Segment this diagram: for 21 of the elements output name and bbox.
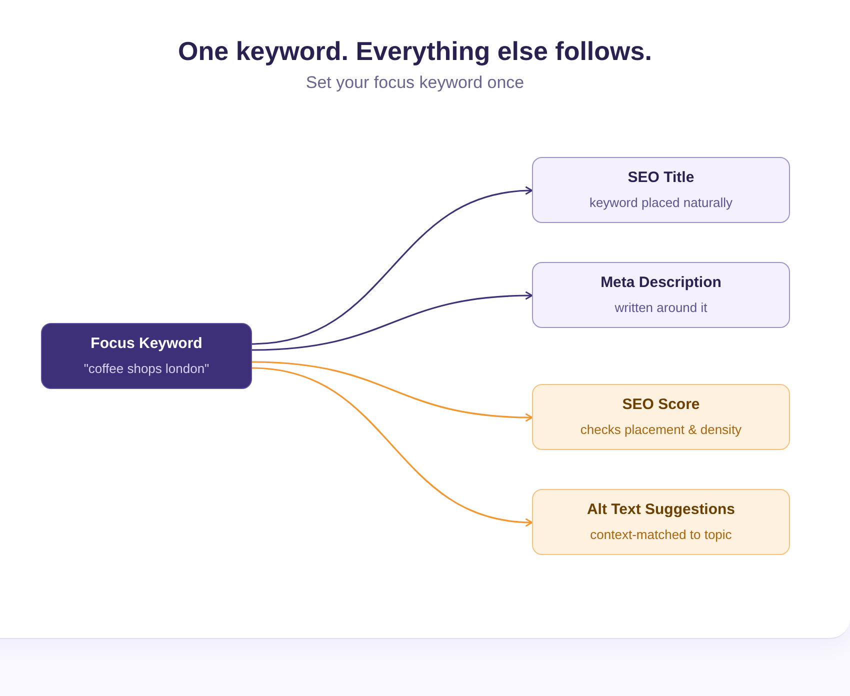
connector-arrow bbox=[252, 186, 533, 345]
output-box bbox=[532, 157, 790, 223]
node-subtitle: "coffee shops london" bbox=[84, 361, 210, 377]
connector-arrow bbox=[252, 361, 533, 422]
node-subtitle: written around it bbox=[614, 300, 708, 316]
connector-arrow bbox=[252, 367, 533, 526]
diagram-subtitle: Set your focus keyword once bbox=[304, 72, 526, 94]
output-box bbox=[532, 262, 790, 328]
node-title: SEO Title bbox=[628, 169, 694, 187]
keyword-box bbox=[41, 323, 252, 389]
output-box bbox=[532, 489, 790, 555]
node-subtitle: context-matched to topic bbox=[590, 527, 732, 543]
node-subtitle: checks placement & density bbox=[580, 422, 742, 438]
output-box bbox=[532, 384, 790, 450]
connector-arrow bbox=[252, 291, 533, 351]
node-title: Focus Keyword bbox=[90, 335, 202, 353]
node-title: Meta Description bbox=[600, 274, 722, 292]
node-subtitle: keyword placed naturally bbox=[589, 195, 733, 211]
node-title: SEO Score bbox=[622, 396, 700, 414]
node-title: Alt Text Suggestions bbox=[586, 501, 736, 519]
diagram-title: One keyword. Everything else follows. bbox=[177, 35, 653, 67]
